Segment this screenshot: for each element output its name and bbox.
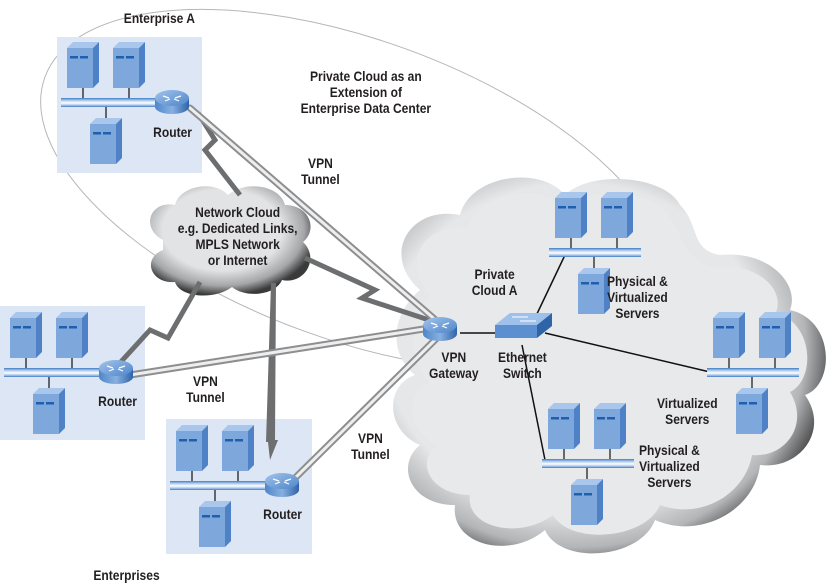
- wan-link-router-top-to-network-cloud: [195, 111, 242, 197]
- label-line: Gateway: [429, 365, 479, 381]
- vpn-tunnel-bottom-label: VPN Tunnel: [351, 430, 390, 462]
- label-line: e.g. Dedicated Links,: [177, 220, 298, 236]
- server-group-enterprise-bottom: [170, 425, 265, 547]
- label-line: Ethernet: [497, 349, 547, 365]
- label-line: Tunnel: [186, 389, 225, 405]
- label-line: Virtualized: [639, 458, 700, 474]
- link-switch-to-bottom-servers: [521, 344, 546, 461]
- label-line: MPLS Network: [195, 236, 280, 252]
- server-group-enterprise-middle: [4, 312, 99, 434]
- vpn-tunnels: [126, 104, 444, 487]
- server-icon: [548, 403, 580, 449]
- label-line: Enterprise Data Center: [300, 100, 432, 116]
- lan-bus: [549, 248, 641, 257]
- servers-right-label: Virtualized Servers: [657, 395, 718, 427]
- router-middle-label: Router: [98, 393, 137, 409]
- router-enterprise-a-icon: [155, 90, 189, 114]
- server-icon: [67, 42, 99, 88]
- label-line: Virtualized: [607, 289, 668, 305]
- router-bottom-label: Router: [263, 506, 302, 522]
- label-line: VPN: [441, 349, 467, 365]
- label-line: Servers: [647, 474, 692, 490]
- server-group-private-top: [549, 192, 641, 314]
- network-cloud-label: Network Cloud e.g. Dedicated Links, MPLS…: [178, 204, 298, 268]
- ethernet-links: [460, 254, 711, 461]
- private-cloud-a-label: Private Cloud A: [472, 266, 518, 298]
- ethernet-switch-label: Ethernet Switch: [498, 349, 547, 381]
- label-line: Servers: [665, 411, 710, 427]
- private-cloud-extension-label: Private Cloud as an Extension of Enterpr…: [301, 68, 431, 116]
- server-icon: [601, 192, 633, 238]
- lan-bus: [4, 368, 99, 377]
- label-line: Tunnel: [351, 446, 390, 462]
- server-icon: [578, 268, 610, 314]
- server-icon: [736, 388, 768, 434]
- server-icon: [222, 425, 254, 471]
- router-enterprise-bottom-icon: [265, 473, 299, 497]
- label-line: Network Cloud: [195, 204, 281, 220]
- link-switch-to-right-servers: [544, 332, 711, 373]
- wan-link-router-middle-to-network-cloud: [116, 280, 203, 367]
- wan-link-network-cloud-to-vpn-gateway: [303, 255, 436, 325]
- label-line: or Internet: [207, 252, 268, 268]
- enterprises-label: Enterprises: [93, 567, 160, 583]
- ethernet-switch-icon: [495, 313, 552, 338]
- label-line: Cloud A: [471, 282, 518, 298]
- network-cloud-shape: [150, 186, 311, 296]
- link-switch-to-top-servers: [534, 254, 566, 319]
- server-icon: [571, 479, 603, 525]
- server-icon: [555, 192, 587, 238]
- lan-bus: [170, 481, 265, 490]
- server-group-enterprise-a: [61, 42, 156, 164]
- servers-bottom-label: Physical & Virtualized Servers: [639, 442, 700, 490]
- label-line: VPN: [193, 373, 218, 389]
- label-line: Switch: [502, 365, 542, 381]
- label-line: VPN: [358, 430, 383, 446]
- servers-top-label: Physical & Virtualized Servers: [607, 273, 668, 321]
- wan-link-router-bottom-to-network-cloud: [266, 283, 278, 460]
- label-line: Extension of: [329, 84, 402, 100]
- server-icon: [113, 42, 145, 88]
- server-icon: [33, 388, 65, 434]
- server-group-private-right: [707, 312, 799, 434]
- label-line: VPN: [308, 155, 333, 171]
- label-line: Servers: [615, 305, 660, 321]
- vpn-gateway-label: VPN Gateway: [429, 349, 479, 381]
- label-line: Private: [474, 266, 515, 282]
- server-icon: [759, 312, 791, 358]
- lan-bus: [707, 368, 799, 377]
- label-line: Physical &: [606, 273, 668, 289]
- server-icon: [594, 403, 626, 449]
- server-icon: [176, 425, 208, 471]
- server-icon: [56, 312, 88, 358]
- lan-bus: [61, 98, 156, 107]
- server-icon: [199, 501, 231, 547]
- router-top-label: Router: [153, 124, 192, 140]
- vpn-tunnel-top-label: VPN Tunnel: [301, 155, 340, 187]
- lan-bus: [542, 459, 634, 468]
- label-line: Physical &: [638, 442, 700, 458]
- enterprise-a-label: Enterprise A: [123, 10, 195, 26]
- label-line: Virtualized: [656, 395, 718, 411]
- server-icon: [713, 312, 745, 358]
- label-line: Tunnel: [301, 171, 340, 187]
- vpn-gateway-icon: [423, 317, 457, 341]
- vpn-tunnel-middle-label: VPN Tunnel: [186, 373, 225, 405]
- label-line: Private Cloud as an: [309, 68, 422, 84]
- server-icon: [90, 118, 122, 164]
- server-group-private-bottom: [542, 403, 634, 525]
- private-cloud-a-shape: [393, 177, 826, 554]
- router-enterprise-middle-icon: [99, 360, 133, 384]
- server-icon: [10, 312, 42, 358]
